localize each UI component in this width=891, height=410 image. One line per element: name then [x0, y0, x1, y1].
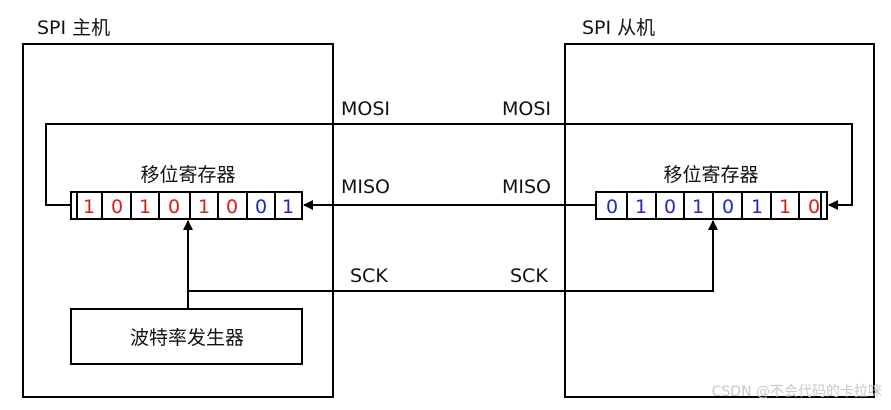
master-register-frame	[70, 191, 303, 220]
master-bit-0: 1	[83, 196, 95, 218]
miso-master-label: MISO	[341, 176, 390, 198]
slave-bit-4: 0	[722, 196, 734, 218]
slave-bit-1: 1	[635, 196, 647, 218]
slave-bit-7: 0	[808, 196, 820, 218]
slave-bit-2: 0	[664, 196, 676, 218]
slave-bit-6: 1	[779, 196, 791, 218]
sck-master-label: SCK	[350, 265, 388, 287]
mosi-slave-label: MOSI	[502, 98, 551, 120]
mosi-line	[45, 123, 853, 210]
sck-slave-label: SCK	[510, 265, 548, 287]
master-bit-7: 1	[282, 196, 294, 218]
master-title: SPI 主机	[37, 17, 110, 39]
slave-bit-0: 0	[606, 196, 618, 218]
slave-register-label: 移位寄存器	[663, 164, 758, 186]
baud-rate-generator-box	[70, 308, 303, 365]
watermark: CSDN @不会代码的卡拉咪	[712, 384, 882, 400]
slave-title: SPI 从机	[582, 17, 655, 39]
master-register-label: 移位寄存器	[140, 164, 235, 186]
slave-register-frame	[595, 191, 828, 220]
slave-shift-register: 0 1 0 1 0 1 1 0	[595, 191, 828, 220]
master-bit-3: 0	[168, 196, 180, 218]
master-bit-1: 0	[111, 196, 123, 218]
baud-rate-generator-label: 波特率发生器	[130, 327, 244, 349]
mosi-master-label: MOSI	[341, 98, 390, 120]
slave-bit-5: 1	[751, 196, 763, 218]
master-bit-4: 1	[198, 196, 210, 218]
master-bit-2: 1	[139, 196, 151, 218]
master-bit-5: 0	[226, 196, 238, 218]
sck-line	[188, 220, 718, 292]
slave-box	[564, 43, 875, 398]
master-bit-6: 0	[255, 196, 267, 218]
master-shift-register: 1 0 1 0 1 0 0 1	[70, 191, 303, 220]
master-box	[22, 43, 334, 398]
miso-slave-label: MISO	[502, 176, 551, 198]
slave-bit-3: 1	[692, 196, 704, 218]
